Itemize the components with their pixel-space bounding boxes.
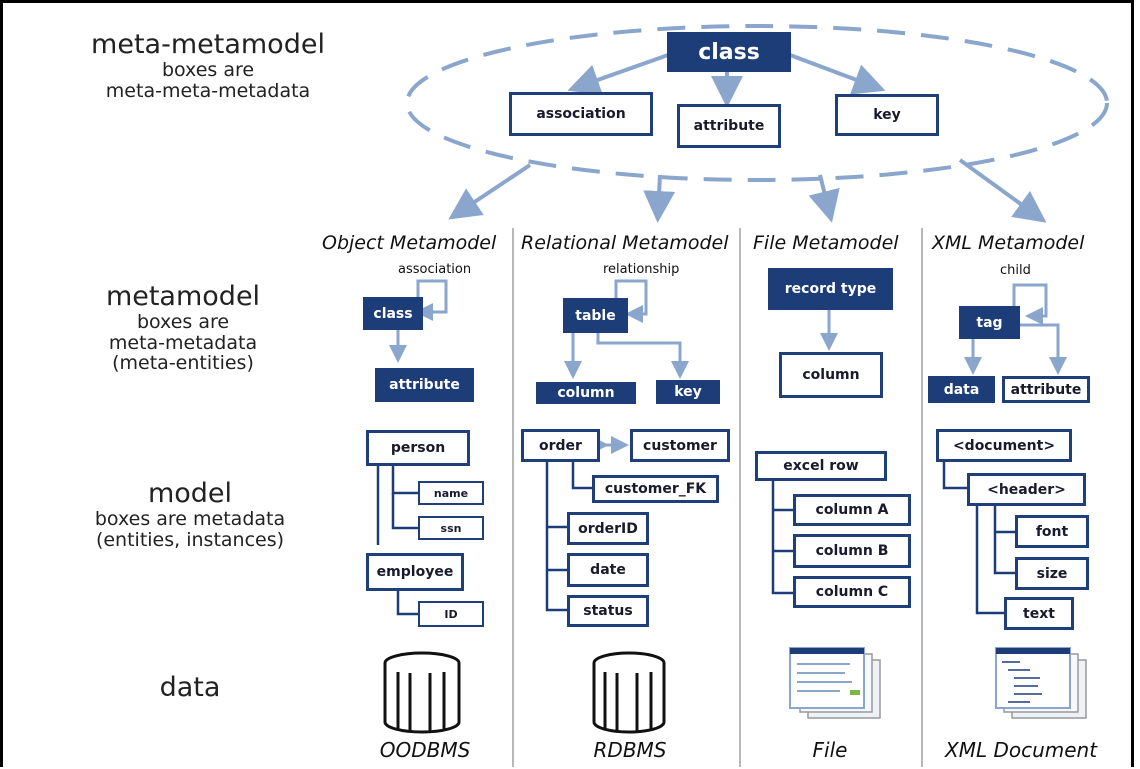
meta-metamodel-line2: meta-meta-metadata bbox=[105, 79, 311, 102]
key-meta-box: key bbox=[656, 380, 720, 404]
tag-box: tag bbox=[959, 306, 1020, 339]
metamodel-line1: boxes are bbox=[136, 310, 230, 333]
relational-metamodel-heading: Relational Metamodel bbox=[521, 232, 729, 254]
data-title: data bbox=[159, 672, 221, 703]
object-attribute-box: attribute bbox=[375, 368, 474, 402]
rdbms-label: RDBMS bbox=[593, 738, 667, 762]
oodbms-cylinder-icon bbox=[383, 651, 461, 734]
date-box: date bbox=[567, 553, 649, 587]
metamodel-line3: (meta-entities) bbox=[112, 352, 254, 375]
relationship-label: relationship bbox=[603, 262, 680, 277]
orderid-box: orderID bbox=[567, 512, 649, 545]
meta-metamodel-ellipse bbox=[405, 24, 1109, 182]
xml-data-box: data bbox=[928, 376, 995, 403]
person-box: person bbox=[366, 430, 470, 466]
name-box: name bbox=[418, 481, 484, 505]
model-label: model boxes are metadata (entities, inst… bbox=[60, 479, 320, 550]
file-column-box: column bbox=[779, 352, 883, 398]
column-b-box: column B bbox=[793, 534, 911, 568]
file-metamodel-heading: File Metamodel bbox=[753, 232, 899, 254]
model-title: model bbox=[147, 478, 233, 509]
column-box: column bbox=[536, 382, 636, 404]
column-a-box: column A bbox=[793, 494, 911, 526]
id-box: ID bbox=[418, 601, 484, 627]
data-label: data bbox=[120, 673, 260, 703]
document-tag-box: <document> bbox=[936, 429, 1072, 462]
meta-metamodel-line1: boxes are bbox=[161, 58, 255, 81]
metamodel-line2: meta-metadata bbox=[108, 331, 258, 354]
file-label: File bbox=[812, 738, 848, 762]
table-box: table bbox=[563, 298, 628, 333]
rdbms-cylinder-icon bbox=[592, 651, 666, 734]
excel-row-box: excel row bbox=[755, 451, 887, 481]
xml-attribute-box: attribute bbox=[1002, 376, 1090, 403]
xml-metamodel-heading: XML Metamodel bbox=[932, 232, 1085, 254]
metamodel-label: metamodel boxes are meta-metadata (meta-… bbox=[73, 282, 293, 374]
customer-box: customer bbox=[630, 429, 730, 462]
class-box: class bbox=[667, 32, 791, 72]
object-metamodel-heading: Object Metamodel bbox=[322, 232, 497, 254]
meta-metamodel-title: meta-metamodel bbox=[91, 29, 325, 60]
key-box: key bbox=[835, 94, 939, 136]
object-class-box: class bbox=[363, 297, 423, 330]
xml-document-label: XML Document bbox=[945, 738, 1098, 762]
customer-fk-box: customer_FK bbox=[592, 475, 719, 503]
child-label: child bbox=[1000, 263, 1031, 278]
model-line1: boxes are metadata bbox=[94, 507, 286, 530]
association-box: association bbox=[509, 92, 653, 136]
metamodel-title: metamodel bbox=[105, 281, 261, 312]
column-c-box: column C bbox=[793, 576, 911, 608]
attribute-box: attribute bbox=[677, 104, 781, 148]
size-box: size bbox=[1015, 557, 1089, 590]
employee-box: employee bbox=[366, 553, 464, 591]
file-document-icon bbox=[789, 647, 881, 719]
order-box: order bbox=[521, 429, 600, 462]
association-label: association bbox=[398, 262, 472, 277]
ssn-box: ssn bbox=[418, 516, 484, 540]
oodbms-label: OODBMS bbox=[379, 738, 471, 762]
status-box: status bbox=[567, 595, 649, 627]
text-box: text bbox=[1004, 597, 1074, 630]
header-tag-box: <header> bbox=[967, 473, 1086, 506]
model-line2: (entities, instances) bbox=[95, 528, 285, 551]
font-box: font bbox=[1015, 515, 1089, 548]
meta-metamodel-label: meta-metamodel boxes are meta-meta-metad… bbox=[78, 30, 338, 101]
record-type-box: record type bbox=[768, 268, 893, 310]
xml-document-icon bbox=[995, 647, 1087, 719]
